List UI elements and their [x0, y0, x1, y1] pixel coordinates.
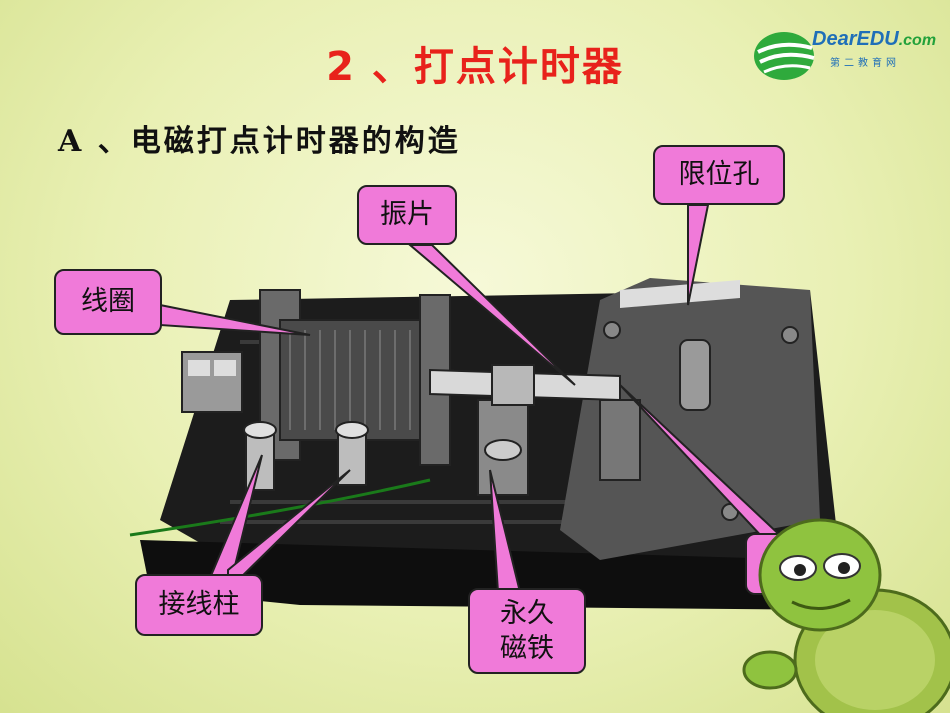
screw-icon	[782, 327, 798, 343]
label-binding-post: 接线柱	[135, 574, 263, 636]
needle-block	[600, 400, 640, 480]
paper-guide	[680, 340, 710, 410]
label-permanent-magnet: 永久 磁铁	[468, 588, 586, 674]
label-coil: 线圈	[54, 269, 162, 335]
label-limit-hole: 限位孔	[653, 145, 785, 205]
label-permanent-magnet-line1: 永久	[500, 596, 554, 631]
screw-icon	[604, 322, 620, 338]
binding-post-right	[336, 422, 368, 485]
terminal-slot	[188, 360, 210, 376]
turtle-mascot-icon	[700, 480, 950, 713]
binding-post-left	[244, 422, 276, 490]
label-permanent-magnet-line2: 磁铁	[500, 631, 554, 666]
label-vibrating-plate: 振片	[357, 185, 457, 245]
terminal-slot	[214, 360, 236, 376]
